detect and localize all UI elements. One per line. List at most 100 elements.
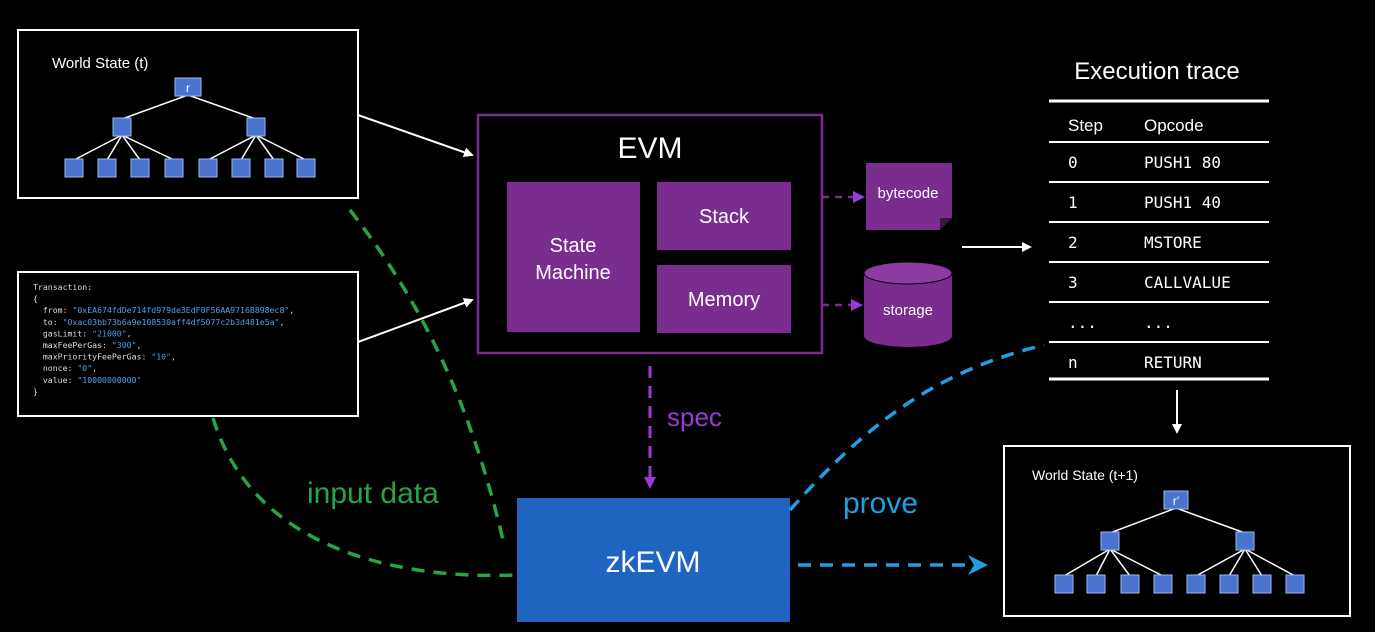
transaction-line: gasLimit: "21000",: [33, 328, 132, 338]
execution-trace-table: Execution trace Step Opcode 0 PUSH1 80 1 PU…: [1049, 58, 1269, 381]
zkevm-label: zkEVM: [605, 546, 700, 579]
stack-block: Stack: [657, 182, 791, 250]
memory-label: Memory: [688, 289, 760, 311]
trace-opcode-cell: PUSH1 80: [1144, 153, 1221, 172]
tree-edge: [1175, 507, 1246, 534]
world-state-t-title: World State (t): [52, 55, 148, 72]
header-step: Step: [1068, 116, 1103, 135]
tree-leaf-node: [1153, 574, 1173, 594]
tree-leaf-node: [264, 158, 284, 178]
bytecode-label: bytecode: [878, 185, 939, 202]
stack-label: Stack: [699, 206, 750, 228]
storage-cylinder: storage: [863, 261, 953, 347]
transaction-line: }: [33, 386, 38, 396]
transaction-line: {: [33, 294, 38, 304]
world-state-t1-panel: World State (t+1) r': [1003, 445, 1351, 617]
trace-step-cell: 3: [1068, 273, 1078, 292]
evm-box: EVM State Machine Stack Memory: [476, 113, 824, 355]
tree-edge: [187, 94, 257, 120]
tree-edge: [1244, 548, 1263, 577]
tree-leaf-node: [64, 158, 84, 178]
tree-edge: [121, 94, 189, 120]
prove-trace-curve: [788, 343, 1045, 512]
tree-leaf-node: [1120, 574, 1140, 594]
tree-edge: [121, 134, 141, 161]
tree-edge: [121, 134, 175, 161]
tree-edge: [1109, 507, 1177, 534]
prove-label: prove: [843, 487, 918, 520]
header-opcode: Opcode: [1144, 116, 1204, 135]
evm-title: EVM: [617, 132, 682, 165]
transaction-json: Transaction: { from: "0xEA674fdDe714fd979…: [33, 282, 294, 396]
tree-internal-node: [1235, 531, 1255, 551]
transaction-line: nonce: "0",: [33, 363, 97, 373]
tree-internal-node: [112, 117, 132, 137]
trace-rows: 0 PUSH1 80 1 PUSH1 40 2 MSTORE 3 CALLVALUE.....…: [1049, 141, 1269, 372]
tree-edge: [106, 134, 123, 161]
input-data-label: input data: [307, 477, 439, 510]
tree-internal-node: [246, 117, 266, 137]
trace-step-cell: 1: [1068, 193, 1078, 212]
trace-step-cell: 0: [1068, 153, 1078, 172]
trace-opcode-cell: CALLVALUE: [1144, 273, 1231, 292]
tree-root-label: r': [1173, 494, 1179, 508]
tree-edge: [255, 134, 275, 161]
trace-step-cell: 2: [1068, 233, 1078, 252]
tree-root-node: [174, 77, 202, 97]
tree-leaf-node: [1086, 574, 1106, 594]
tree-leaf-node: [1285, 574, 1305, 594]
tree-edge: [255, 134, 307, 161]
state-machine-block: State Machine: [507, 182, 640, 332]
trace-opcode-cell: ...: [1144, 313, 1173, 332]
world-state-to-evm-arrow: [357, 114, 474, 158]
transaction-line: maxFeePerGas: "300",: [33, 340, 141, 350]
transaction-line: maxPriorityFeePerGas: "10",: [33, 352, 176, 362]
tree-leaf-node: [164, 158, 184, 178]
tree-edge: [1109, 548, 1131, 577]
world-state-t1-title: World State (t+1): [1032, 467, 1138, 483]
tree-internal-node: [1100, 531, 1120, 551]
tree-edge: [73, 134, 123, 161]
tree-leaf-node: [198, 158, 218, 178]
trace-opcode-cell: PUSH1 40: [1144, 193, 1221, 212]
tree-edge: [240, 134, 257, 161]
state-machine-label-line1: State: [550, 235, 597, 257]
transaction-line: Transaction:: [33, 282, 92, 292]
zkevm-box: zkEVM: [517, 498, 790, 622]
spec-label: spec: [667, 402, 722, 432]
tree-root-node: [1163, 490, 1189, 510]
transaction-panel: Transaction: { from: "0xEA674fdDe714fd979…: [17, 271, 359, 417]
state-machine-label-line2: Machine: [535, 262, 611, 284]
tree-edge: [1095, 548, 1111, 577]
trace-step-cell: n: [1068, 353, 1078, 372]
storage-label: storage: [883, 302, 933, 319]
tree-edge: [1109, 548, 1164, 577]
tree-leaf-node: [1219, 574, 1239, 594]
bytecode-document: bytecode: [866, 163, 952, 230]
transaction-input-curve: [211, 417, 516, 578]
world-state-t-tree: r: [64, 77, 316, 178]
tree-leaf-node: [1252, 574, 1272, 594]
transaction-line: value: "10000000000": [33, 375, 141, 385]
world-state-t-panel: World State (t) r: [17, 29, 359, 199]
memory-block: Memory: [657, 265, 791, 333]
tree-edge: [1195, 548, 1246, 577]
trace-opcode-cell: RETURN: [1144, 353, 1202, 372]
trace-opcode-cell: MSTORE: [1144, 233, 1202, 252]
tree-edge: [207, 134, 257, 161]
tree-leaf-node: [130, 158, 150, 178]
world-state-input-curve: [348, 208, 505, 541]
tree-leaf-node: [1054, 574, 1074, 594]
tree-edge: [1244, 548, 1296, 577]
tree-leaf-node: [97, 158, 117, 178]
tree-edge: [1063, 548, 1111, 577]
tree-leaf-node: [296, 158, 316, 178]
transaction-line: from: "0xEA674fdDe714fd979de3EdF0F56AA97…: [33, 305, 294, 315]
tree-root-label: r: [186, 81, 190, 95]
execution-trace-title: Execution trace: [1074, 58, 1239, 85]
trace-step-cell: ...: [1068, 313, 1097, 332]
tree-leaf-node: [231, 158, 251, 178]
transaction-line: to: "0xac03bb73b6a9e108530aff4df5077c2b3…: [33, 317, 284, 327]
